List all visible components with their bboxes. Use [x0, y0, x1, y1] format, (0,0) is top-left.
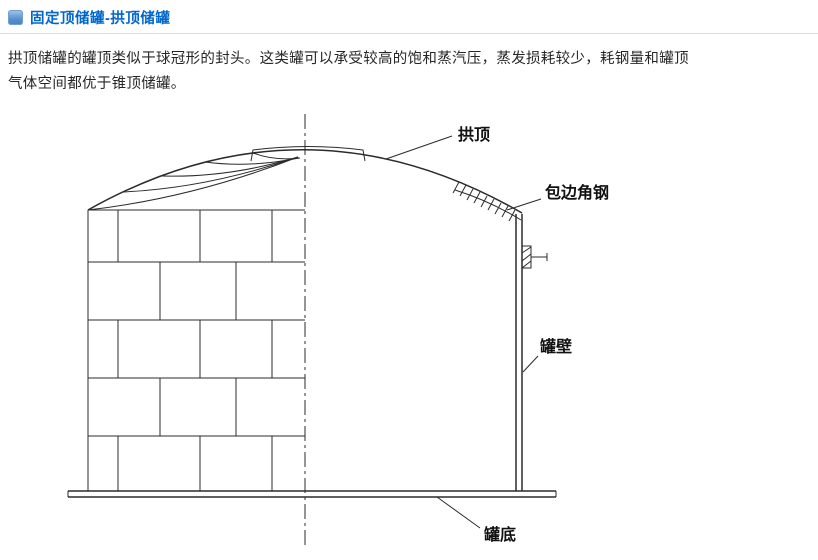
intro-line-2: 气体空间都优于锥顶储罐。	[8, 76, 186, 92]
tank-diagram: 拱顶 包边角钢 罐壁 罐底	[67, 114, 609, 548]
intro-line-1: 拱顶储罐的罐顶类似于球冠形的封头。这类罐可以承受较高的饱和蒸汽压，蒸发损耗较少，…	[8, 51, 689, 67]
header-divider	[0, 33, 818, 34]
curb-angle-detail	[452, 181, 522, 222]
dome-cap	[250, 146, 366, 162]
annotation-bottom: 罐底	[436, 496, 516, 544]
label-curb-angle: 包边角钢	[545, 183, 609, 202]
annotation-curb-angle: 包边角钢	[506, 183, 609, 211]
roof-seam	[122, 156, 299, 193]
wall-fitting-detail	[521, 245, 548, 269]
page-title: 固定顶储罐-拱顶储罐	[30, 11, 171, 27]
intro-paragraph: 拱顶储罐的罐顶类似于球冠形的封头。这类罐可以承受较高的饱和蒸汽压，蒸发损耗较少，…	[8, 47, 748, 97]
shell-plate-pattern	[87, 209, 305, 491]
section-bullet-icon	[8, 10, 23, 25]
annotation-dome: 拱顶	[385, 125, 490, 160]
label-bottom: 罐底	[483, 525, 516, 544]
tank-wall-right	[515, 214, 523, 491]
label-dome: 拱顶	[458, 125, 490, 144]
roof-seam	[87, 156, 299, 211]
dome-roof	[87, 146, 523, 214]
roof-seam	[204, 157, 300, 165]
bottom-plate	[67, 490, 557, 498]
section-header: 固定顶储罐-拱顶储罐	[8, 7, 170, 28]
annotation-wall: 罐壁	[522, 337, 572, 373]
roof-seam	[252, 152, 301, 160]
label-wall: 罐壁	[539, 337, 572, 356]
roof-seam	[161, 156, 299, 177]
